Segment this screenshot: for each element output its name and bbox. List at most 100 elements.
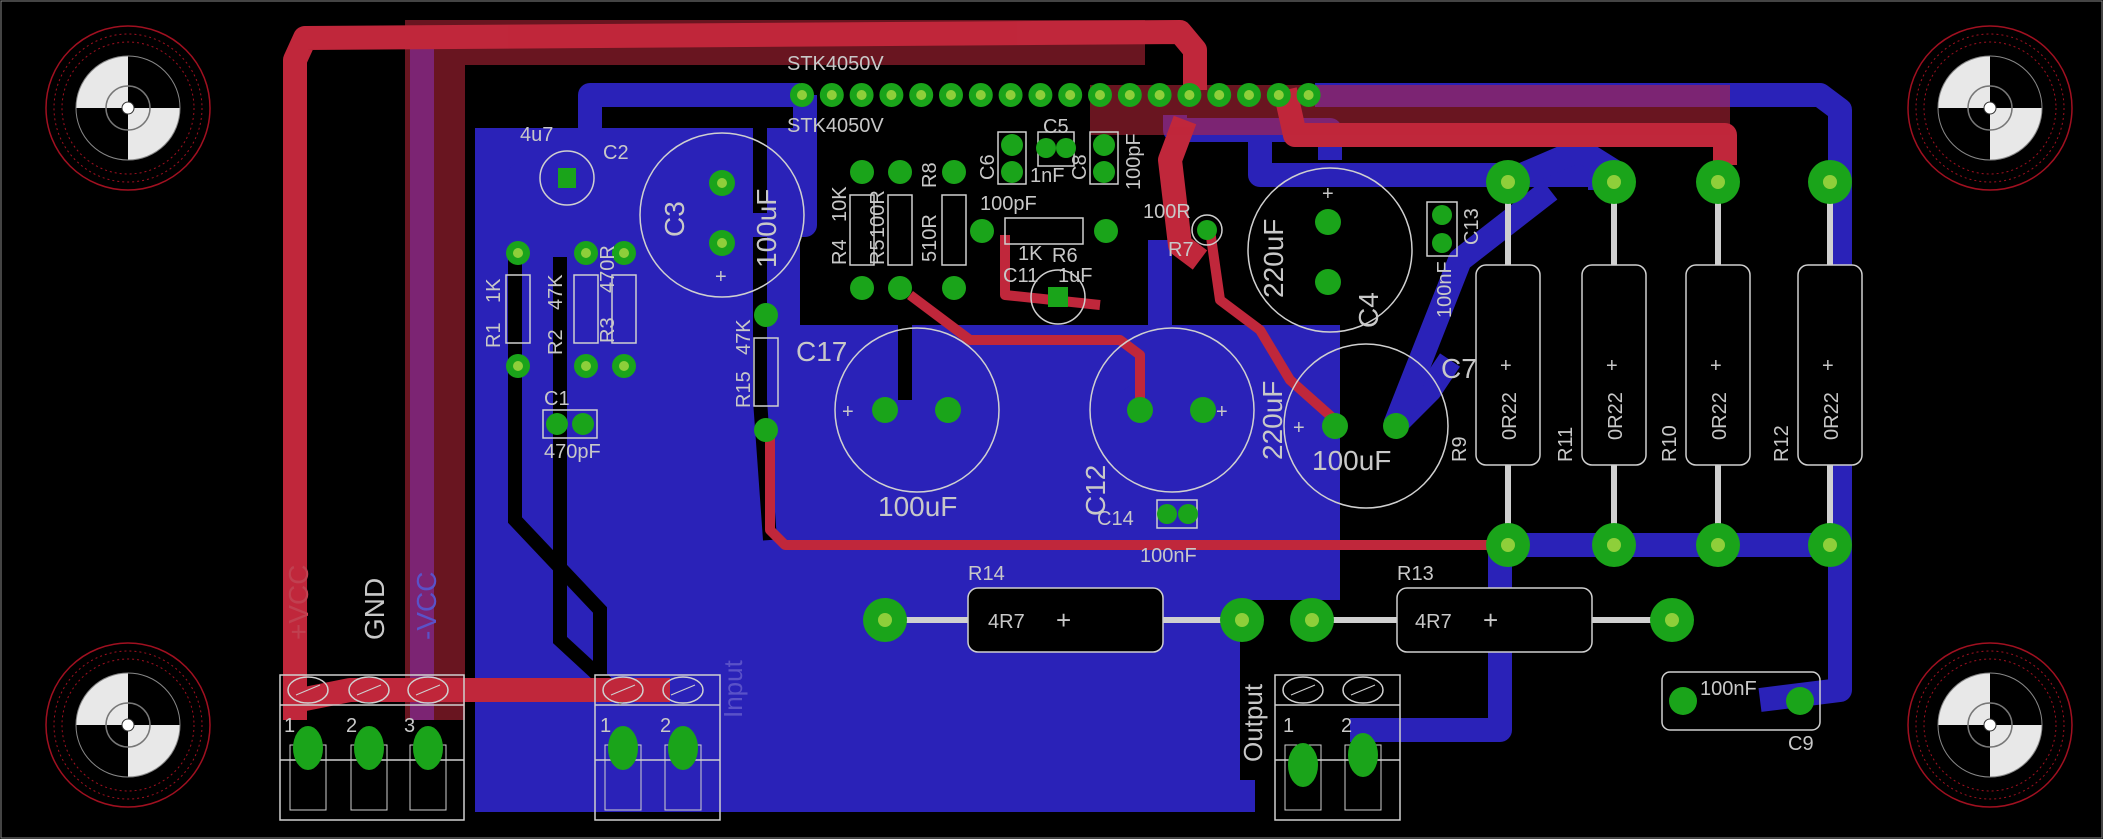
capacitor-c8: C8 100pF [1069,131,1145,190]
power-connector: 1 2 3 +VCC GND -VCC [279,565,465,821]
ic-pin-hole [1303,90,1314,100]
resistor-r2: R2 47K [545,241,599,378]
output-pin-1: 1 [1283,715,1294,737]
capacitor-c7: + C7 100uF [1283,343,1477,509]
resistor-r14: 4R7 + R14 [863,563,1264,653]
resistor-r7: 100R R7 [1143,201,1223,261]
ic-pin-hole [1035,90,1046,100]
c11-value: 1uF [1058,265,1092,287]
ic-pin-hole [1214,90,1225,100]
resistor-r11: + 0R22 R11 [1555,160,1647,567]
svg-text:+: + [1822,355,1834,377]
resistor-r10: + 0R22 R10 [1659,160,1751,567]
r8-ref: R8 [919,162,941,188]
svg-text:+: + [1322,183,1334,205]
r14-value: 4R7 [988,611,1025,633]
r9-ref: R9 [1449,436,1471,462]
power-pin-1: 1 [284,715,295,737]
c11-ref: C11 [1003,265,1038,287]
output-pin-2: 2 [1341,715,1352,737]
capacitor-c3: + C3 100uF [639,132,805,298]
c9-value: 100nF [1700,678,1757,700]
resistor-r13: 4R7 + R13 [1290,563,1694,653]
r11-value: 0R22 [1605,392,1627,440]
c2-ref: C2 [603,142,629,164]
r7-value: 100R [1143,201,1191,223]
ic-pin-hole [1184,90,1195,100]
ic-pin-hole [1095,90,1105,100]
input-pin-1: 1 [600,715,611,737]
ic-pin-hole [1154,90,1165,100]
top-thin-traces [765,229,1510,550]
r4-ref: R4 [829,239,851,265]
r15-value: 47K [733,319,755,355]
resistor-r5: R5 100R [867,160,913,300]
ic-pin-hole [1273,90,1284,100]
r4-value: 10K [829,186,851,222]
capacitor-c17: + C17 100uF [796,327,1000,522]
resistor-r4: R4 10K [829,160,875,300]
label-gnd: GND [359,578,390,640]
ic-pin-hole [975,90,986,100]
ic-pin-hole [856,90,867,100]
svg-text:+: + [1710,355,1722,377]
c5-value: 1nF [1030,165,1064,187]
resistor-r12: + 0R22 R12 [1771,160,1863,567]
svg-text:+: + [715,266,727,288]
c6-value: 100pF [980,193,1037,215]
c3-value: 100uF [751,189,782,268]
resistor-r8: R8 510R [919,160,967,300]
capacitor-c4: + 220uF C4 [1247,167,1413,333]
power-pin-3: 3 [404,715,415,737]
svg-text:+: + [1500,355,1512,377]
r9-value: 0R22 [1499,392,1521,440]
c9-ref: C9 [1788,733,1814,755]
ic-stk4050v: STK4050V STK4050V [787,53,1321,137]
ic-top-label: STK4050V [787,53,884,75]
r10-ref: R10 [1659,425,1681,462]
ic-pin-hole [916,90,927,100]
r13-ref: R13 [1397,563,1434,585]
c7-value: 100uF [1312,445,1391,476]
capacitor-c6: C6 100pF [977,131,1037,215]
svg-text:+: + [1483,605,1498,635]
resistor-r9: + 0R22 R9 [1449,160,1541,567]
c14-value: 100nF [1140,545,1197,567]
ic-pin-hole [886,90,897,100]
resistor-r15: R15 47K [733,303,779,442]
r1-value: 1K [483,278,505,303]
label-minus-vcc: -VCC [411,572,442,640]
input-connector: 1 2 Input [594,659,748,821]
ic-pin-hole [826,90,837,100]
resistor-r1: R1 1K [483,241,531,378]
c12-value: 220uF [1257,381,1288,460]
r3-value: 470R [597,245,619,293]
capacitor-c5: C5 1nF [1030,116,1076,187]
translucent-overlays [405,20,1730,720]
r15-ref: R15 [733,371,755,408]
label-input: Input [718,659,748,718]
label-plus-vcc: +VCC [283,565,314,640]
c7-ref: C7 [1441,353,1477,384]
ic-pin-hole [1005,90,1016,100]
c4-value: 220uF [1258,219,1289,298]
ic-pin-hole [1065,90,1076,100]
svg-text:+: + [1606,355,1618,377]
svg-text:+: + [842,401,854,423]
svg-text:+: + [1293,417,1305,439]
c2-value: 4u7 [520,124,553,146]
capacitor-c1: C1 470pF [542,388,601,463]
c8-value: 100pF [1123,133,1145,190]
capacitor-c2: 4u7 C2 [520,124,629,206]
r8-value: 510R [919,214,941,262]
c3-ref: C3 [659,201,690,237]
c17-value: 100uF [878,491,957,522]
r6-ref: R6 [1052,245,1078,267]
resistor-r3: R3 470R [597,241,637,378]
c1-ref: C1 [544,388,570,410]
r3-ref: R3 [597,317,619,343]
svg-text:+: + [1216,401,1228,423]
r5-value: 100R [867,190,889,238]
r2-value: 47K [545,274,567,310]
